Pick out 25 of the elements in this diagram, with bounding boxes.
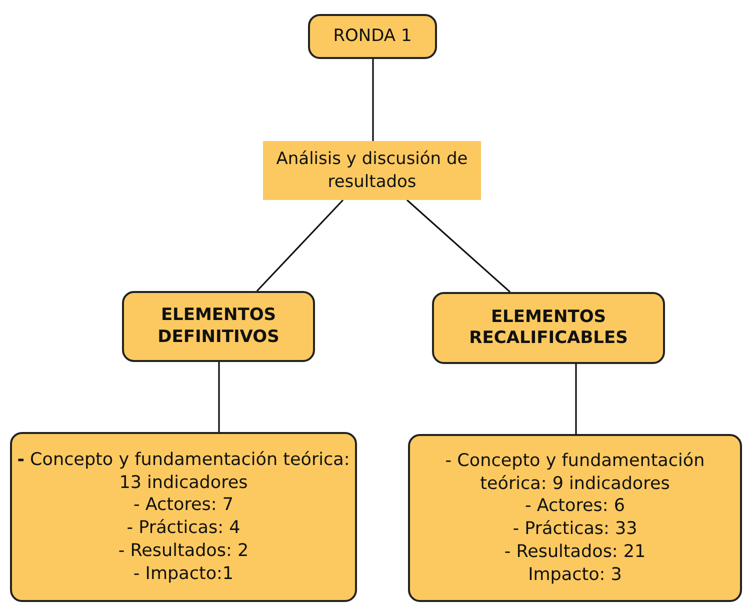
process-box	[263, 141, 481, 200]
node-text: - Resultados: 2	[118, 540, 249, 562]
node-text: RONDA 1	[333, 25, 412, 48]
connector-line	[372, 59, 374, 141]
connector-line	[406, 199, 511, 293]
detail-box	[408, 434, 742, 602]
node-text: - Actores: 6	[524, 495, 626, 518]
node-text: - Actores: 7	[133, 494, 234, 517]
connector-line	[256, 199, 344, 292]
node-text: ELEMENTOS DEFINITIVOS	[156, 305, 280, 348]
category-box	[122, 291, 315, 362]
node-text: - Resultados: 21	[504, 540, 646, 564]
node-text: - Concepto y fundamentación teórica: 13 indicadores	[16, 448, 351, 494]
start-box	[308, 14, 437, 59]
node-text: - Prácticas: 33	[512, 518, 638, 541]
node-text: Impacto: 3	[528, 564, 622, 586]
node-text: - Impacto:1	[133, 562, 234, 586]
connector-line	[575, 364, 577, 434]
node-text: - Prácticas: 4	[126, 517, 240, 540]
node-text: Análisis y discusión de resultados	[275, 148, 469, 193]
detail-box	[10, 432, 357, 602]
connector-line	[218, 362, 220, 432]
node-text: - Concepto y fundamentación teórica: 9 indicadores	[444, 450, 706, 496]
node-text: ELEMENTOS RECALIFICABLES	[468, 306, 629, 350]
category-box	[432, 292, 665, 364]
